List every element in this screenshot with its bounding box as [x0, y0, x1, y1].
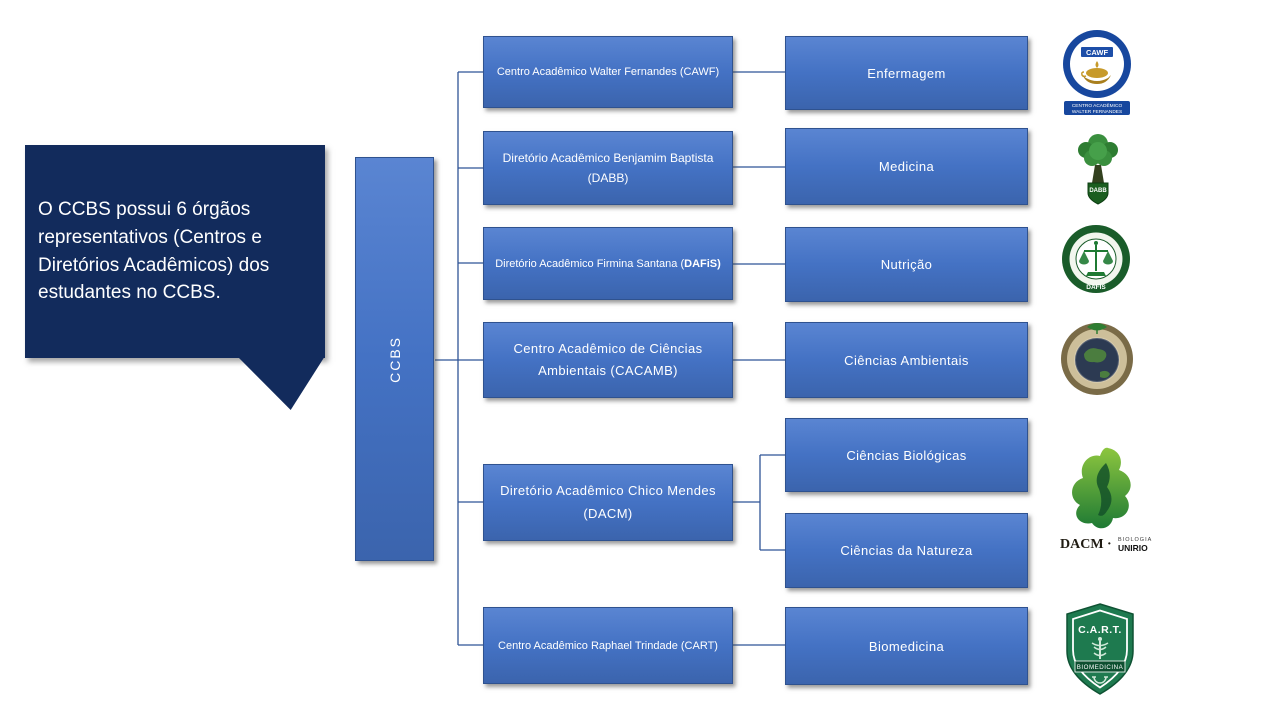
- cawf-logo-acronym: CAWF: [1086, 48, 1108, 57]
- callout-text: O CCBS possui 6 órgãos representativos (…: [38, 198, 270, 304]
- course-label: Ciências da Natureza: [840, 543, 973, 558]
- cawf-logo-caption-line2: WALTER FERNANDES: [1072, 109, 1122, 115]
- org-label-bold: DAFiS): [684, 257, 721, 270]
- cart-logo-banner: BIOMEDICINA: [1077, 664, 1124, 671]
- org-label: Diretório Acadêmico Benjamim Baptista (D…: [502, 150, 714, 185]
- callout-tail: [237, 356, 325, 410]
- org-box-cart: Centro Acadêmico Raphael Trindade (CART): [483, 607, 733, 684]
- dacm-logo-caption-line1: BIOLOGIA: [1118, 537, 1152, 543]
- course-box-biomedicina: Biomedicina: [785, 607, 1028, 685]
- course-label: Biomedicina: [868, 638, 945, 654]
- org-label: Centro Acadêmico Raphael Trindade (CART): [498, 639, 718, 652]
- cawf-logo-caption-line1: CENTRO ACADÊMICO: [1072, 101, 1123, 109]
- cart-logo-acronym: C.A.R.T.: [1078, 624, 1122, 636]
- cart-logo: C.A.R.T. BIOMEDICINA: [1062, 602, 1138, 696]
- course-label: Ciências Biológicas: [846, 447, 967, 463]
- course-box-enfermagem: Enfermagem: [785, 36, 1028, 110]
- course-box-ciencias-da-natureza: Ciências da Natureza: [785, 513, 1028, 588]
- org-label: Diretório Acadêmico Chico Mendes (DACM): [500, 483, 716, 521]
- cawf-logo-graphic: CAWF CENTRO ACADÊMICO WALTER FERNANDES: [1063, 30, 1131, 115]
- dabb-logo-graphic: DABB: [1078, 134, 1118, 205]
- course-box-nutricao: Nutrição: [785, 227, 1028, 302]
- dacm-logo-caption-line2: UNIRIO: [1118, 543, 1148, 553]
- dafis-logo-acronym: DAFIS: [1086, 284, 1106, 291]
- dacm-logo: DACM · BIOLOGIA UNIRIO: [1056, 445, 1156, 555]
- cawf-logo: CAWF CENTRO ACADÊMICO WALTER FERNANDES: [1058, 28, 1136, 116]
- course-label: Nutrição: [880, 257, 933, 272]
- dafis-logo: DAFIS: [1060, 222, 1132, 296]
- org-box-dacm: Diretório Acadêmico Chico Mendes (DACM): [483, 464, 733, 541]
- callout-bubble: O CCBS possui 6 órgãos representativos (…: [25, 145, 325, 358]
- course-label: Ciências Ambientais: [844, 352, 969, 368]
- org-box-cacamb: Centro Acadêmico de Ciências Ambientais …: [483, 322, 733, 398]
- org-box-cawf: Centro Acadêmico Walter Fernandes (CAWF): [483, 36, 733, 108]
- root-label: CCBS: [386, 335, 403, 383]
- course-box-medicina: Medicina: [785, 128, 1028, 205]
- cacamb-logo: [1060, 320, 1134, 396]
- org-label-regular: Diretório Acadêmico Firmina Santana (: [495, 257, 685, 270]
- course-box-ciencias-biologicas: Ciências Biológicas: [785, 418, 1028, 492]
- dafis-logo-graphic: DAFIS: [1062, 225, 1130, 293]
- org-box-dafis: Diretório Acadêmico Firmina Santana (DAF…: [483, 227, 733, 300]
- course-label: Medicina: [878, 159, 935, 174]
- dacm-logo-graphic: DACM · BIOLOGIA UNIRIO: [1060, 447, 1152, 553]
- cart-logo-graphic: C.A.R.T. BIOMEDICINA: [1066, 603, 1134, 695]
- org-label: Diretório Acadêmico Firmina Santana (DAF…: [495, 258, 721, 270]
- course-label: Enfermagem: [867, 65, 946, 81]
- dabb-logo-acronym: DABB: [1089, 188, 1107, 194]
- cacamb-logo-graphic: [1061, 323, 1133, 395]
- org-label: Centro Acadêmico Walter Fernandes (CAWF): [496, 66, 720, 78]
- course-box-ciencias-ambientais: Ciências Ambientais: [785, 322, 1028, 398]
- org-box-dabb: Diretório Acadêmico Benjamim Baptista (D…: [483, 131, 733, 205]
- org-label: Centro Acadêmico de Ciências Ambientais …: [513, 340, 703, 378]
- root-node-ccbs: CCBS: [355, 157, 434, 561]
- dabb-logo: DABB: [1067, 128, 1129, 208]
- dacm-logo-acronym: DACM ·: [1060, 537, 1112, 552]
